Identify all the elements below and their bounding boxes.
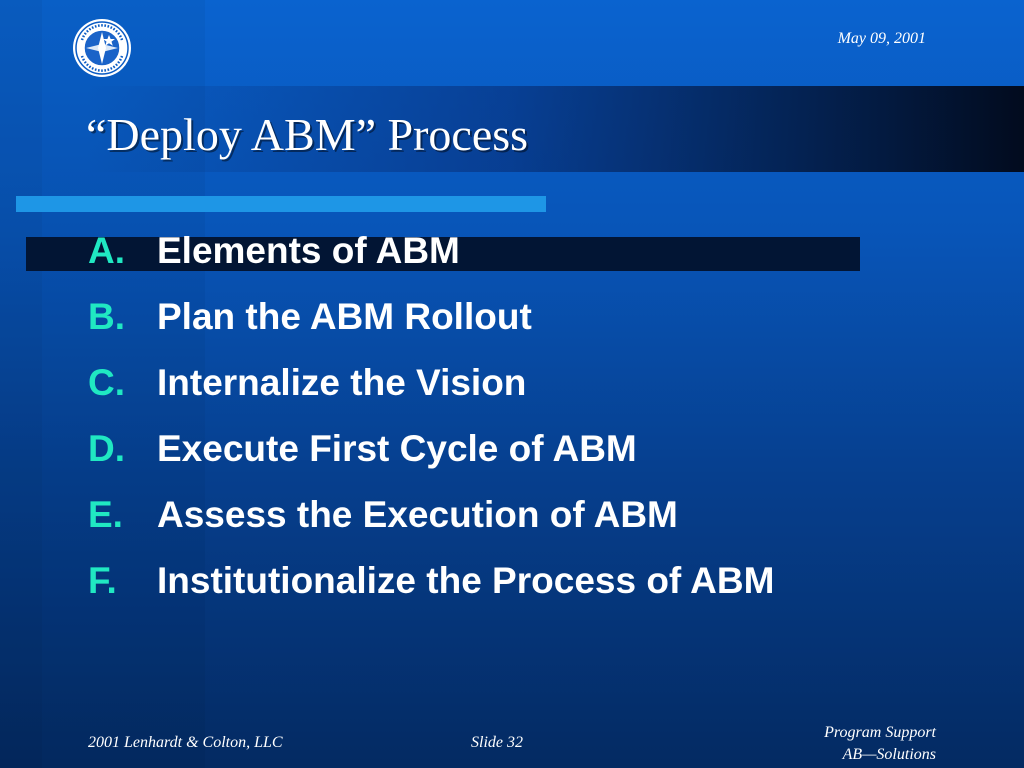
agenda-item: B. Plan the ABM Rollout <box>88 296 774 362</box>
agenda-text: Institutionalize the Process of ABM <box>157 560 775 601</box>
agenda-letter: D. <box>88 428 125 469</box>
agenda-item: C. Internalize the Vision <box>88 362 774 428</box>
agenda-letter: B. <box>88 296 125 337</box>
slide-date: May 09, 2001 <box>837 30 926 47</box>
agenda-text: Plan the ABM Rollout <box>157 296 532 337</box>
agenda-text: Elements of ABM <box>157 230 460 271</box>
agenda-letter: C. <box>88 362 125 403</box>
footer-slide-number: Slide 32 <box>471 734 523 751</box>
footer-copyright: 2001 Lenhardt & Colton, LLC <box>88 734 283 751</box>
footer-program-line2: AB—Solutions <box>842 746 936 763</box>
highlight-bar <box>26 237 860 271</box>
agenda-text: Internalize the Vision <box>157 362 527 403</box>
background-left-band <box>0 0 42 768</box>
agenda-letter: A. <box>88 230 125 271</box>
agenda-letter: F. <box>88 560 117 601</box>
title-background-bar <box>85 86 1024 172</box>
agenda-item: E. Assess the Execution of ABM <box>88 494 774 560</box>
agenda-text: Execute First Cycle of ABM <box>157 428 637 469</box>
agenda-item: D. Execute First Cycle of ABM <box>88 428 774 494</box>
footer-program-line1: Program Support <box>824 724 936 741</box>
footer-program: Program Support AB—Solutions <box>824 722 936 766</box>
agenda-text: Assess the Execution of ABM <box>157 494 678 535</box>
agenda-item: A. Elements of ABM <box>88 230 774 296</box>
agenda-item: F. Institutionalize the Process of ABM <box>88 560 774 626</box>
slide-title: “Deploy ABM” Process <box>86 109 529 160</box>
agenda-list: A. Elements of ABM B. Plan the ABM Rollo… <box>88 230 774 626</box>
accent-bar <box>16 196 546 212</box>
mndot-seal-icon <box>73 19 131 77</box>
agenda-letter: E. <box>88 494 123 535</box>
